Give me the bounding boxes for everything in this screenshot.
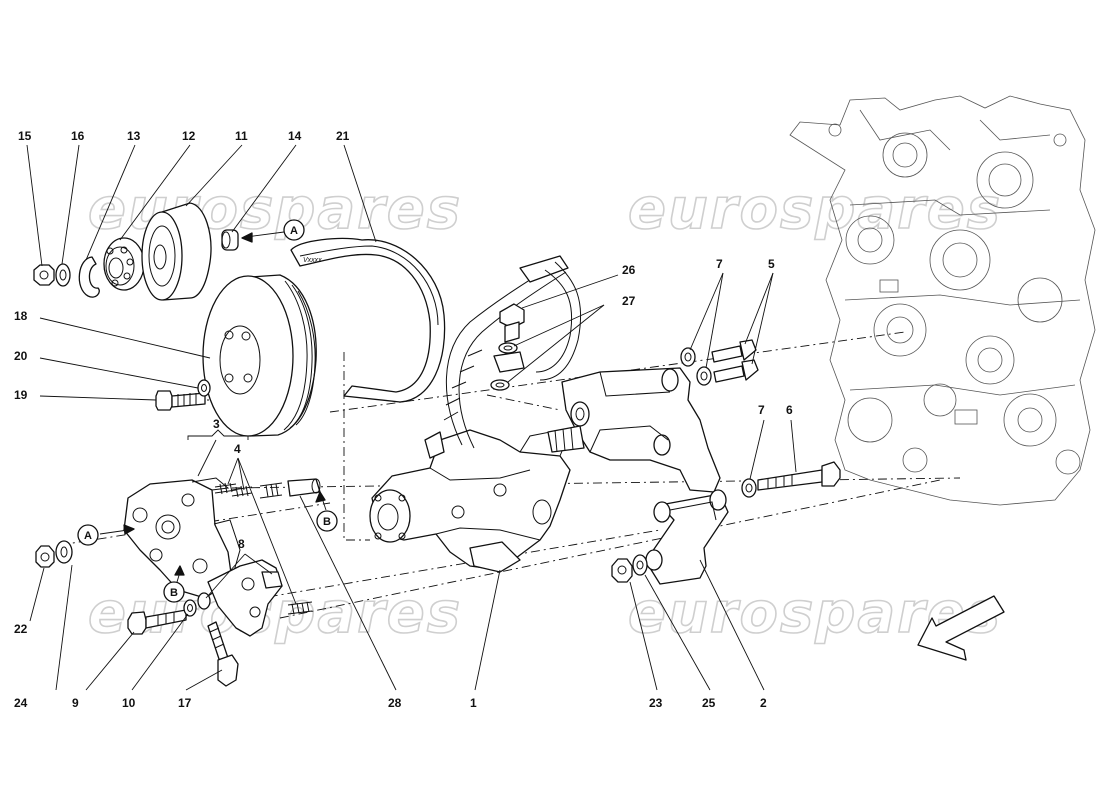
nut-23 bbox=[611, 558, 633, 583]
callout-28: 28 bbox=[388, 696, 402, 710]
bolt-6 bbox=[757, 461, 841, 491]
callout-19: 19 bbox=[14, 388, 28, 402]
engine-block bbox=[789, 95, 1096, 506]
banjo-bolt-26 bbox=[499, 303, 525, 343]
ref-marker-a-top: A bbox=[241, 219, 305, 243]
washer-16 bbox=[55, 263, 71, 287]
direction-arrow bbox=[917, 595, 1005, 661]
washers-7-upper bbox=[680, 347, 712, 386]
callout-3: 3 bbox=[213, 417, 220, 431]
circlip-13 bbox=[78, 256, 100, 298]
callout-17: 17 bbox=[178, 696, 192, 710]
callout-25: 25 bbox=[702, 696, 716, 710]
belt-label: Vxxxx bbox=[303, 257, 322, 264]
drive-belt-21: Vxxxx bbox=[290, 237, 446, 403]
callout-16: 16 bbox=[71, 129, 85, 143]
callout-21: 21 bbox=[336, 129, 350, 143]
washer-24 bbox=[55, 540, 73, 564]
pulley-11 bbox=[141, 202, 212, 301]
bolt-9 bbox=[127, 609, 187, 635]
ref-marker-a-left: A bbox=[77, 524, 135, 546]
drive-pulley-18 bbox=[202, 274, 317, 437]
callout-9: 9 bbox=[72, 696, 79, 710]
callout-labels: 15 16 13 12 11 14 21 18 20 19 3 4 8 22 2… bbox=[14, 129, 793, 710]
watermark-group: eurospares eurospares eurospares eurospa… bbox=[87, 176, 1002, 647]
bearing-12 bbox=[103, 237, 145, 291]
steering-pump-1 bbox=[369, 429, 571, 573]
callout-7-lower: 7 bbox=[758, 403, 765, 417]
washer-25 bbox=[632, 554, 648, 576]
idler-pulley-group bbox=[33, 202, 239, 301]
bolts-5 bbox=[711, 339, 759, 383]
ref-letter-a-left: A bbox=[84, 530, 92, 542]
callout-27: 27 bbox=[622, 294, 636, 308]
bolt-17 bbox=[207, 621, 239, 687]
nut-22 bbox=[35, 545, 55, 568]
watermark-top-right: eurospares bbox=[628, 177, 1002, 242]
pump-bracket-3 bbox=[123, 477, 241, 599]
leader-lines bbox=[26, 144, 797, 691]
lower-bracket-8 bbox=[207, 559, 283, 637]
callout-4: 4 bbox=[234, 442, 241, 456]
seal-washers-27 bbox=[490, 342, 525, 391]
callout-7-upper: 7 bbox=[716, 257, 723, 271]
spacer-14 bbox=[221, 229, 239, 251]
ref-marker-b-lower: B bbox=[163, 565, 185, 603]
callout-11: 11 bbox=[235, 129, 248, 143]
studs-4 bbox=[214, 482, 313, 615]
callout-18: 18 bbox=[14, 309, 28, 323]
washer-7-lower bbox=[741, 478, 757, 498]
callout-5: 5 bbox=[768, 257, 775, 271]
ref-marker-b-right: B bbox=[315, 491, 338, 532]
callout-23: 23 bbox=[649, 696, 663, 710]
callout-15: 15 bbox=[18, 129, 32, 143]
callout-1: 1 bbox=[470, 696, 477, 710]
ref-letter-b-right: B bbox=[323, 516, 331, 528]
callout-20: 20 bbox=[14, 349, 28, 363]
callout-13: 13 bbox=[127, 129, 141, 143]
nut-15 bbox=[33, 264, 55, 286]
watermark-top-left: eurospares bbox=[88, 177, 462, 242]
callout-26: 26 bbox=[622, 263, 636, 277]
callout-2: 2 bbox=[760, 696, 767, 710]
sleeve-28 bbox=[287, 478, 321, 497]
ref-letter-b-lower: B bbox=[170, 587, 178, 599]
ref-letter-a-top: A bbox=[290, 225, 298, 237]
callout-24: 24 bbox=[14, 696, 28, 710]
callout-22: 22 bbox=[14, 622, 28, 636]
tensioner-bracket-2 bbox=[645, 489, 729, 585]
callout-6: 6 bbox=[786, 403, 793, 417]
bolt-19 bbox=[155, 390, 206, 411]
callout-14: 14 bbox=[288, 129, 302, 143]
washer-20 bbox=[197, 379, 211, 397]
callout-12: 12 bbox=[182, 129, 196, 143]
callout-8: 8 bbox=[238, 537, 245, 551]
brace-3 bbox=[187, 429, 249, 440]
pump-hose bbox=[443, 255, 582, 449]
callout-10: 10 bbox=[122, 696, 136, 710]
upper-bracket bbox=[547, 367, 721, 493]
